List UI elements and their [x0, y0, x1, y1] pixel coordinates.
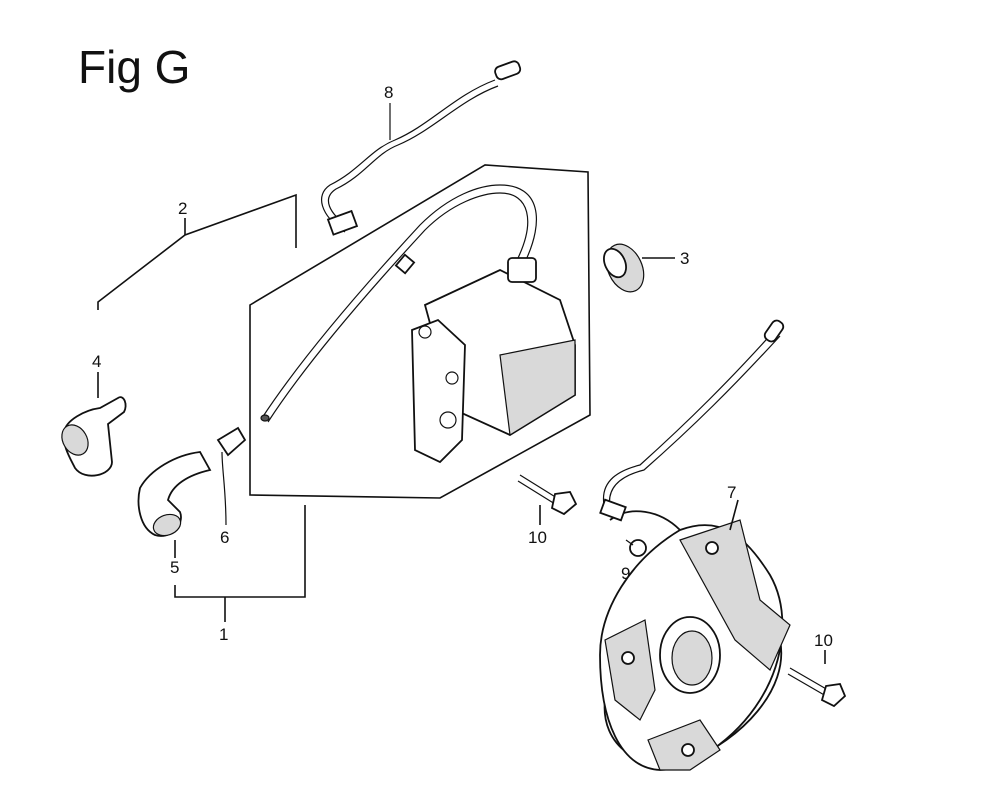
flywheel-cover-part-7 [599, 319, 791, 771]
callout-10-lower: 10 [814, 631, 833, 650]
callout-8: 8 [384, 83, 393, 102]
bolt-part-10-lower [787, 650, 847, 708]
bolt-part-10-upper [517, 474, 578, 525]
ignition-coil [260, 184, 576, 464]
lead-wire-part-8 [321, 60, 522, 236]
bolt-part-9 [625, 539, 647, 557]
callout-9: 9 [621, 564, 630, 583]
callout-1: 1 [219, 625, 228, 644]
boot-part-5 [137, 451, 212, 558]
spacer-part-3 [603, 243, 675, 293]
group-bracket-2 [97, 193, 297, 310]
coil-assembly-outline [249, 164, 591, 499]
callout-2: 2 [178, 199, 187, 218]
callout-5: 5 [170, 558, 179, 577]
callout-7: 7 [727, 483, 736, 502]
callout-6: 6 [220, 528, 229, 547]
callout-10-upper: 10 [528, 528, 547, 547]
callout-4: 4 [92, 352, 101, 371]
group-bracket-1 [174, 505, 306, 622]
figure-title: Fig G [78, 41, 191, 93]
terminal-part-6 [216, 426, 247, 526]
callout-3: 3 [680, 249, 689, 268]
plug-cap-part-4 [61, 372, 127, 477]
